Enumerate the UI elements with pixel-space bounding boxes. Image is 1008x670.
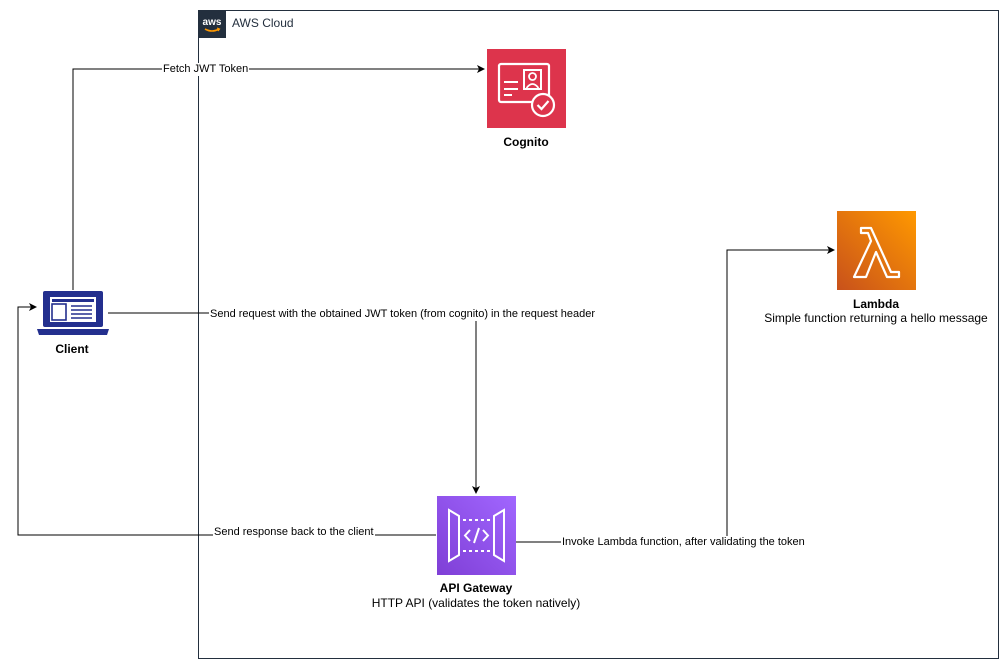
aws-cloud-label: AWS Cloud — [232, 16, 294, 30]
edge-label-send-response: Send response back to the client — [213, 526, 375, 539]
aws-logo-text: aws — [203, 17, 222, 28]
cognito-icon[interactable] — [487, 49, 566, 128]
cognito-title: Cognito — [503, 135, 549, 149]
edge-fetch-token — [72, 65, 485, 290]
api-gateway-icon[interactable] — [437, 496, 516, 575]
client-title: Client — [55, 342, 89, 356]
edge-label-fetch-token: Fetch JWT Token — [162, 63, 250, 76]
edge-label-invoke-lambda: Invoke Lambda function, after validating… — [561, 536, 806, 549]
lambda-title: Lambda — [852, 297, 900, 311]
edge-label-send-request: Send request with the obtained JWT token… — [209, 308, 597, 321]
edge-send-request — [108, 312, 480, 494]
lambda-subtitle: Simple function returning a hello messag… — [764, 311, 988, 325]
api-gateway-subtitle: HTTP API (validates the token natively) — [371, 596, 581, 610]
lambda-icon[interactable] — [837, 211, 916, 290]
client-laptop-icon[interactable] — [37, 289, 109, 337]
aws-logo-icon: aws — [198, 10, 226, 38]
api-gateway-title: API Gateway — [439, 581, 513, 595]
edge-invoke-lambda — [516, 246, 835, 543]
aws-cloud-group — [198, 10, 999, 659]
